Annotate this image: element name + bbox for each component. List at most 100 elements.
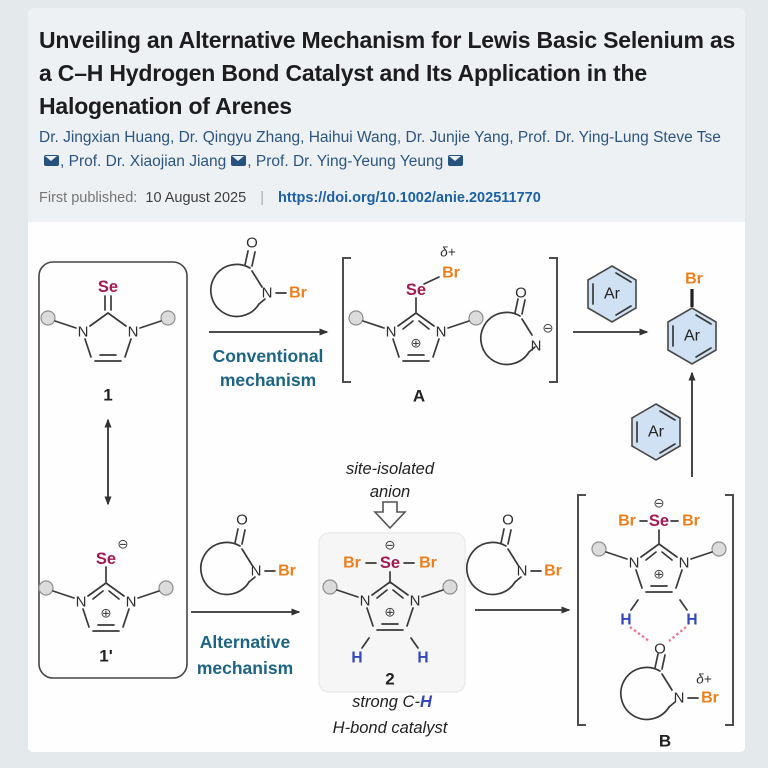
author-separator: ,	[300, 129, 309, 146]
br-atom-label: Br	[343, 555, 361, 572]
se-atom-label: Se	[649, 512, 669, 530]
h-bond-left	[629, 626, 650, 642]
structure-2-catalyst: ⊖ Br Se Br N N ⊕ H H 2	[318, 532, 466, 693]
first-published-label: First published:	[39, 190, 138, 206]
nbs-reagent-bottom: O N Br	[199, 512, 296, 596]
reaction-scheme-figure: Se N N 1 Se ⊖ N N ⊕ 1' O	[38, 235, 734, 751]
succinimide-anion: O N ⊖	[479, 285, 554, 366]
publication-line: First published: 10 August 2025 | https:…	[39, 190, 739, 206]
intermediate-B: ⊖ Br Se Br N N ⊕ H H O N	[577, 494, 734, 751]
br-atom-label: Br	[442, 265, 460, 282]
h-atom-label: H	[686, 612, 697, 629]
arene-reactant-top: Ar	[587, 265, 637, 323]
hbond-catalyst-caption: H-bond catalyst	[333, 719, 449, 737]
doi-link[interactable]: https://doi.org/10.1002/anie.202511770	[278, 190, 541, 206]
separator: |	[260, 190, 264, 206]
h-atom-label: H	[417, 650, 428, 667]
activated-nbs: O N Br δ+	[619, 641, 719, 721]
author-link[interactable]: Dr. Qingyu Zhang	[178, 129, 301, 146]
minus-charge: ⊖	[542, 321, 553, 336]
email-icon[interactable]	[231, 155, 247, 166]
br-atom-label: Br	[685, 271, 703, 288]
br-atom-label: Br	[544, 563, 562, 580]
arene-reactant-bottom: Ar	[631, 403, 681, 461]
article-title: Unveiling an Alternative Mechanism for L…	[39, 27, 736, 119]
author-link[interactable]: Prof. Dr. Ying-Yeung Yeung	[255, 153, 444, 170]
se-atom-label: Se	[380, 554, 400, 572]
minus-charge: ⊖	[653, 496, 664, 511]
structure-1-selone: Se N N 1	[40, 278, 176, 405]
se-atom-label: Se	[96, 550, 116, 568]
minus-charge: ⊖	[117, 537, 128, 552]
aryl-bromide-product: Ar Br	[667, 271, 717, 365]
delta-plus-label: δ+	[696, 672, 712, 687]
author-link[interactable]: Prof. Dr. Xiaojian Jiang	[68, 153, 227, 170]
author-separator: ,	[509, 129, 518, 146]
n-atom-label: N	[78, 324, 89, 341]
email-icon[interactable]	[448, 155, 464, 166]
n-atom-label: N	[629, 555, 640, 572]
n-atom-label: N	[679, 555, 690, 572]
br-atom-label: Br	[701, 690, 719, 707]
nbs-reagent-right: O N Br	[465, 512, 562, 596]
n-atom-label: N	[262, 285, 273, 302]
first-published-date: 10 August 2025	[145, 190, 247, 206]
se-atom-label: Se	[98, 278, 118, 296]
plus-charge: ⊕	[410, 336, 421, 351]
h-bond-right	[668, 626, 687, 642]
structure-1prime-selenolate: Se ⊖ N N ⊕ 1'	[38, 537, 174, 666]
o-atom-label: O	[502, 512, 514, 529]
n-atom-label: N	[531, 338, 542, 355]
n-atom-label: N	[360, 593, 371, 610]
br-atom-label: Br	[289, 285, 307, 302]
h-atom-label: H	[351, 650, 362, 667]
plus-charge: ⊕	[384, 605, 395, 620]
compound-1prime-label: 1'	[99, 647, 113, 666]
n-atom-label: N	[436, 324, 447, 341]
compound-1-label: 1	[103, 386, 112, 405]
n-atom-label: N	[128, 324, 139, 341]
br-atom-label: Br	[278, 563, 296, 580]
alternative-text-1: Alternative	[200, 632, 291, 652]
h-atom-label: H	[620, 612, 631, 629]
o-atom-label: O	[236, 512, 248, 529]
n-atom-label: N	[251, 563, 262, 580]
ar-label: Ar	[604, 286, 621, 303]
author-link[interactable]: Dr. Jingxian Huang	[39, 129, 170, 146]
n-atom-label: N	[410, 593, 421, 610]
author-link[interactable]: Dr. Junjie Yang	[405, 129, 510, 146]
ar-label: Ar	[684, 328, 701, 345]
author-link[interactable]: Haihui Wang	[308, 129, 397, 146]
hollow-down-arrow	[373, 501, 407, 530]
author-separator: ,	[247, 153, 256, 170]
nbs-reagent-top: O N Br	[209, 235, 307, 318]
site-isolated-text-2: anion	[370, 483, 410, 501]
alternative-text-2: mechanism	[197, 658, 293, 678]
n-atom-label: N	[674, 690, 685, 707]
intermediate-B-label: B	[659, 732, 671, 751]
n-atom-label: N	[517, 563, 528, 580]
catalyst-resonance-box	[38, 261, 188, 679]
plus-charge: ⊕	[653, 567, 664, 582]
author-separator: ,	[396, 129, 406, 146]
plus-charge: ⊕	[100, 606, 111, 621]
se-atom-label: Se	[406, 281, 426, 299]
strong-ch-caption: strong C-H	[352, 693, 433, 711]
author-list: Dr. Jingxian Huang, Dr. Qingyu Zhang, Ha…	[39, 126, 739, 174]
br-atom-label: Br	[618, 513, 636, 530]
conventional-text-2: mechanism	[220, 370, 316, 390]
n-atom-label: N	[76, 594, 87, 611]
article-card: Unveiling an Alternative Mechanism for L…	[28, 8, 745, 752]
ar-label: Ar	[648, 424, 665, 441]
email-icon[interactable]	[44, 155, 59, 166]
br-atom-label: Br	[419, 555, 437, 572]
o-atom-label: O	[654, 641, 666, 658]
intermediate-A-label: A	[413, 387, 425, 406]
n-atom-label: N	[126, 594, 137, 611]
o-atom-label: O	[246, 235, 258, 252]
n-atom-label: N	[386, 324, 397, 341]
o-atom-label: O	[515, 285, 527, 302]
author-separator: ,	[169, 129, 179, 146]
author-link[interactable]: Prof. Dr. Ying-Lung Steve Tse	[517, 129, 721, 146]
conventional-text-1: Conventional	[213, 346, 324, 366]
